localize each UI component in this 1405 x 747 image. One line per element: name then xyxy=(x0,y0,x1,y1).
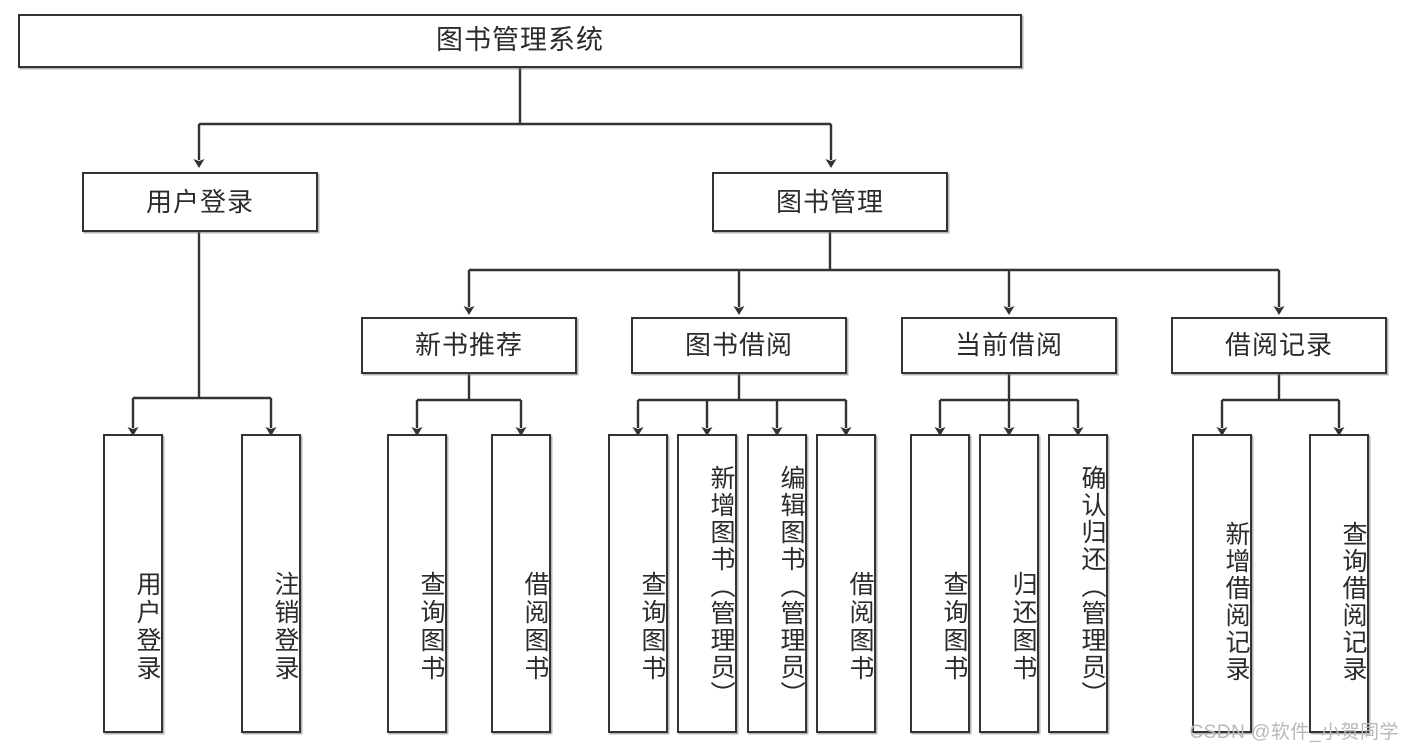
leaf-query-book-borrow[interactable]: 查询图书 xyxy=(608,434,668,733)
leaf-borrow-book-borrow[interactable]: 借阅图书 xyxy=(816,434,876,733)
csdn-watermark: CSDN @软件_小贺同学 xyxy=(1189,722,1399,743)
node-borrow-record[interactable]: 借阅记录 xyxy=(1171,317,1387,374)
leaf-query-borrow-record[interactable]: 查询借阅记录 xyxy=(1309,434,1369,733)
leaf-edit-book-admin[interactable]: 编辑图书（管理员） xyxy=(747,434,807,733)
leaf-add-book-admin[interactable]: 新增图书（管理员） xyxy=(677,434,737,733)
node-book-borrow[interactable]: 图书借阅 xyxy=(631,317,847,374)
leaf-borrow-book-rec[interactable]: 借阅图书 xyxy=(491,434,551,733)
node-user-login[interactable]: 用户登录 xyxy=(82,172,318,232)
node-new-book-rec[interactable]: 新书推荐 xyxy=(361,317,577,374)
node-book-manage[interactable]: 图书管理 xyxy=(712,172,948,232)
leaf-user-login[interactable]: 用户登录 xyxy=(103,434,163,733)
leaf-query-book-current[interactable]: 查询图书 xyxy=(910,434,970,733)
leaf-logout-login[interactable]: 注销登录 xyxy=(241,434,301,733)
node-current-borrow[interactable]: 当前借阅 xyxy=(901,317,1117,374)
leaf-return-book[interactable]: 归还图书 xyxy=(979,434,1039,733)
leaf-confirm-return-admin[interactable]: 确认归还（管理员） xyxy=(1048,434,1108,733)
node-root[interactable]: 图书管理系统 xyxy=(18,14,1022,68)
leaf-query-book-rec[interactable]: 查询图书 xyxy=(387,434,447,733)
leaf-add-borrow-record[interactable]: 新增借阅记录 xyxy=(1192,434,1252,733)
